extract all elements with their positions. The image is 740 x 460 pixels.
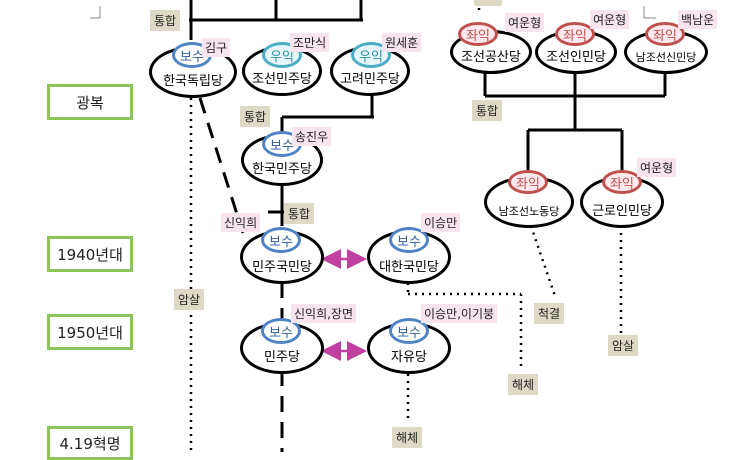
leader-label: 원세훈 (382, 33, 422, 52)
event-purge: 척결 (534, 303, 565, 324)
party-name: 고려민주당 (340, 72, 400, 87)
party-name: 자유당 (391, 350, 427, 365)
event-assassination-right: 암살 (608, 335, 639, 356)
party-south-new-people: 남조선신민당 (624, 30, 708, 74)
leader-label: 여운형 (590, 10, 630, 29)
leader-label: 백남운 (678, 10, 718, 29)
event-merge-mid: 통합 (240, 106, 271, 127)
ideology-badge: 좌익 (602, 170, 642, 194)
ideology-badge: 보수 (261, 227, 301, 253)
leader-label: 김구 (202, 38, 231, 57)
era-1940s: 1940년대 (47, 236, 133, 272)
leader-label: 이승만,이기붕 (421, 304, 498, 323)
event-dissolution-2: 해체 (392, 427, 423, 448)
era-liberation: 광복 (47, 84, 133, 120)
leader-label: 조만식 (290, 33, 330, 52)
party-name: 민주국민당 (252, 260, 312, 275)
ideology-badge: 좌익 (508, 170, 548, 194)
era-1950s: 1950년대 (47, 314, 133, 350)
event-merge-low: 통합 (284, 203, 315, 224)
party-name: 조선민주당 (252, 72, 312, 87)
party-name: 근로인민당 (592, 204, 652, 219)
ideology-badge: 좌익 (458, 22, 498, 46)
event-dissolution-1: 해체 (508, 374, 539, 395)
event-merge-left: 통합 (472, 100, 503, 121)
party-name: 남조선신민당 (635, 51, 697, 64)
party-name: 대한국민당 (379, 260, 439, 275)
ideology-badge: 좌익 (555, 22, 595, 46)
ideology-badge: 보수 (389, 227, 429, 253)
leader-label: 이승만 (421, 213, 461, 232)
party-name: 조선인민당 (546, 50, 606, 65)
event-assassination-left: 암살 (174, 289, 205, 310)
leader-label: 여운형 (505, 13, 545, 32)
party-name: 민주당 (264, 350, 300, 365)
ideology-badge: 우익 (262, 42, 302, 68)
event-merge-top: 통합 (150, 10, 181, 31)
party-name: 조선공산당 (461, 50, 521, 65)
leader-label: 여운형 (637, 158, 677, 177)
party-working-people: 근로인민당 (580, 176, 664, 228)
party-name: 한국독립당 (163, 74, 223, 89)
party-name: 한국민주당 (252, 162, 312, 177)
leader-label: 신익희 (221, 213, 261, 232)
leader-label: 신익희,장면 (291, 304, 357, 323)
leader-label: 송진우 (292, 127, 332, 146)
party-name: 남조선노동당 (498, 205, 560, 218)
ideology-badge: 보수 (261, 318, 301, 344)
era-april19: 4.19혁명 (47, 426, 133, 460)
